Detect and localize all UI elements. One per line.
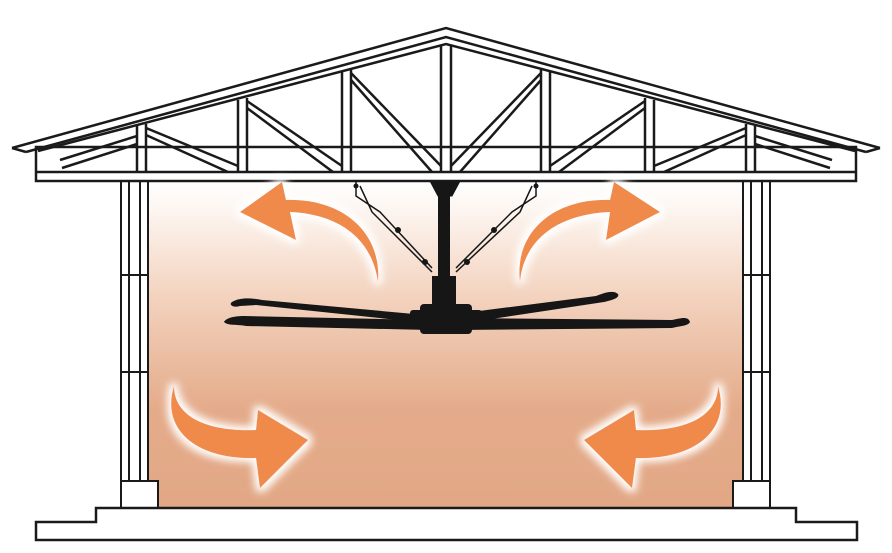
airflow-arrows xyxy=(171,182,721,488)
foundation-slab xyxy=(34,506,859,542)
lower-left-airflow-arrow xyxy=(171,386,308,488)
fan-blade-left-lower xyxy=(224,316,430,330)
roof-truss xyxy=(11,26,881,183)
lower-right-airflow-arrow xyxy=(584,386,721,488)
fan-mount xyxy=(429,180,461,308)
fan-blades xyxy=(224,291,690,330)
upper-right-airflow-arrow xyxy=(519,182,660,282)
guy-wires xyxy=(355,182,537,273)
fan-blade-left-upper xyxy=(230,298,436,324)
fan-hub xyxy=(410,304,482,334)
fan-blade-right-lower xyxy=(458,318,690,330)
fan-blade-right-upper xyxy=(456,291,619,324)
right-wall-column xyxy=(732,180,771,509)
upper-left-airflow-arrow xyxy=(240,182,379,282)
guy-wire-clips xyxy=(353,183,539,265)
